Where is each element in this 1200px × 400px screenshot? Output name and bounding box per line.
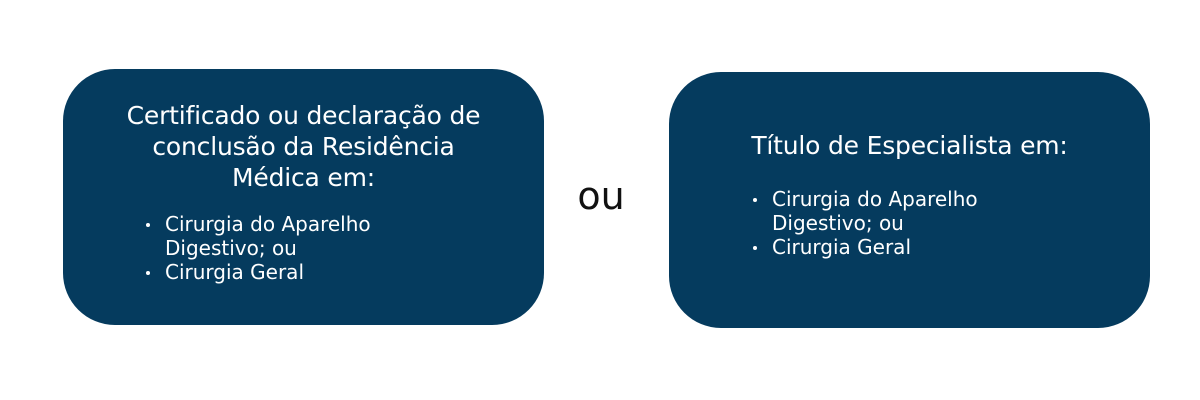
title-line: conclusão da Residência: [152, 132, 455, 161]
specialty-item-general-surgery: Cirurgia Geral: [146, 260, 371, 284]
specialty-list: Cirurgia do Aparelho Digestivo; ou Cirur…: [753, 187, 978, 259]
bullet-icon: [146, 223, 150, 227]
bullet-icon: [753, 246, 757, 250]
title-line: Médica em:: [232, 163, 375, 192]
specialty-item-general-surgery: Cirurgia Geral: [753, 235, 978, 259]
title-line: Certificado ou declaração de: [126, 101, 481, 130]
specialty-label-line: Digestivo; ou: [165, 236, 297, 260]
specialty-label-line: Digestivo; ou: [772, 211, 904, 235]
option-box-specialist-title: Título de Especialista em: Cirurgia do A…: [669, 72, 1150, 328]
specialty-label-line: Cirurgia Geral: [165, 260, 304, 284]
specialty-item-digestive-surgery: Cirurgia do Aparelho Digestivo; ou: [753, 187, 978, 235]
title-line: Título de Especialista em:: [751, 131, 1068, 160]
specialty-label-line: Cirurgia do Aparelho: [165, 212, 371, 236]
specialty-label-line: Cirurgia Geral: [772, 235, 911, 259]
specialty-item-digestive-surgery: Cirurgia do Aparelho Digestivo; ou: [146, 212, 371, 260]
option-box-title: Certificado ou declaração de conclusão d…: [63, 100, 544, 193]
option-box-title: Título de Especialista em:: [669, 130, 1150, 161]
specialty-list: Cirurgia do Aparelho Digestivo; ou Cirur…: [146, 212, 371, 284]
option-box-residency-certificate: Certificado ou declaração de conclusão d…: [63, 69, 544, 325]
specialty-label-line: Cirurgia do Aparelho: [772, 187, 978, 211]
or-connector-label: ou: [577, 174, 625, 218]
bullet-icon: [753, 198, 757, 202]
bullet-icon: [146, 271, 150, 275]
